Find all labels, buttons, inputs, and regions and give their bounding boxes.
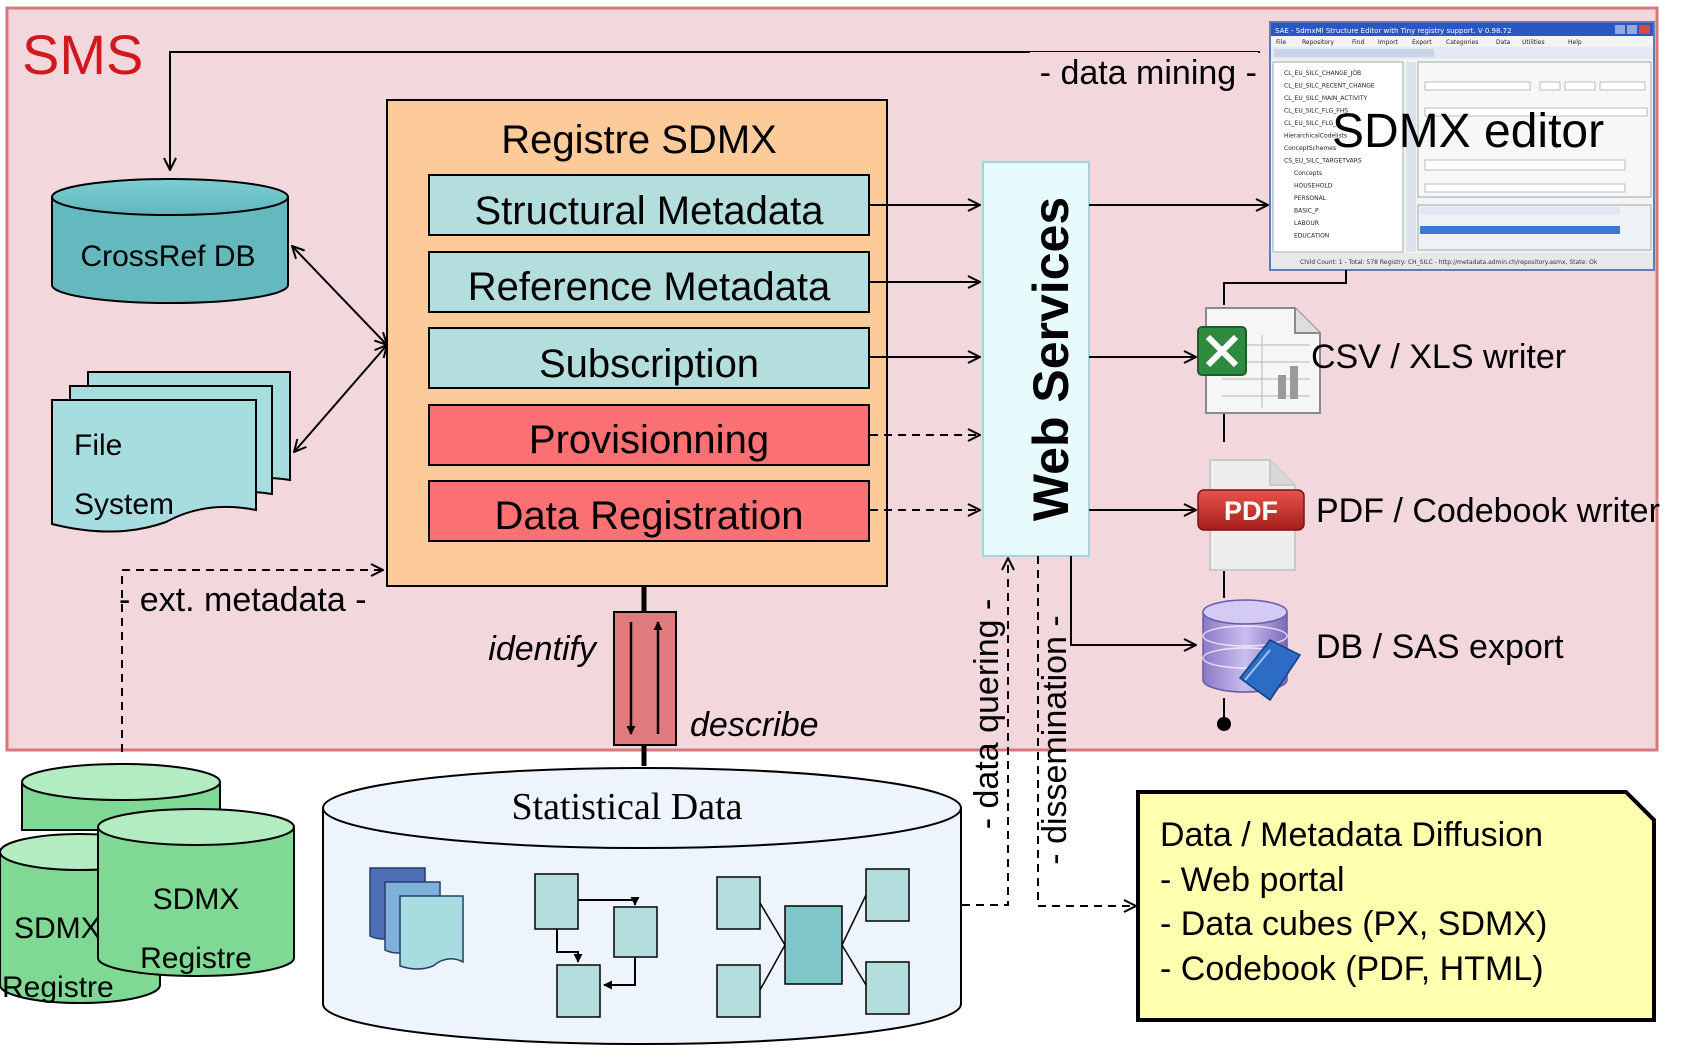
dissemination-arrow [1037, 556, 1136, 906]
sms-label: SMS [22, 23, 143, 86]
editor-tree-item: HOUSEHOLD [1294, 183, 1333, 190]
database-book-icon [1202, 599, 1302, 702]
editor-tree-item: LABOUR [1294, 220, 1319, 227]
diffusion-item: - Data cubes (PX, SDMX) [1160, 905, 1547, 943]
editor-menu-item: File [1276, 39, 1286, 46]
web-services-box [982, 161, 1090, 557]
editor-tree: CL_EU_SILC_CHANGE_JOB CL_EU_SILC_RECENT_C… [1284, 70, 1375, 240]
module-structural-metadata [428, 174, 870, 236]
data-quering-arrow [962, 558, 1008, 906]
diffusion-note-box [1136, 790, 1656, 1022]
editor-status: Child Count: 1 - Total: 578 Registry: CH… [1300, 259, 1598, 266]
describe-label: describe [690, 706, 819, 744]
ext-metadata-arrow [121, 570, 383, 752]
editor-menu-bar: File Repository Find Import Export Categories… [1276, 39, 1582, 46]
sdmx-editor-label: SDMX editor [1332, 105, 1604, 158]
editor-menu-item: Data [1496, 39, 1511, 46]
dissemination-label: - dissemination - [1036, 615, 1074, 864]
flowchart-icon [534, 873, 658, 1018]
output-bus-line [1223, 270, 1347, 305]
data-mining-label: - data mining - [1040, 54, 1257, 92]
output-bus-end [1217, 717, 1231, 731]
file-system-docs [51, 371, 291, 533]
editor-menu-item: Repository [1302, 39, 1334, 46]
output-label: PDF / Codebook writer [1316, 492, 1660, 530]
editor-tree-item: CS_EU_SILC_TARGETVARS [1284, 158, 1362, 165]
sdmx-registre-right [97, 808, 295, 977]
registre-right-line2: Registre [140, 942, 252, 975]
module-label: Subscription [539, 342, 759, 386]
editor-window-title: SAE - SdmxMl Structure Editor with Tiny … [1275, 27, 1512, 35]
ext-metadata-label: - ext. metadata - [119, 581, 367, 619]
diffusion-item: - Codebook (PDF, HTML) [1160, 950, 1544, 988]
editor-tree-item: ConceptSchemes [1284, 145, 1336, 152]
editor-menu-item: Categories [1446, 39, 1478, 46]
identify-describe-box [613, 611, 677, 746]
file-system-label-line1: File [74, 429, 122, 462]
editor-tree-item: PERSONAL [1294, 195, 1327, 202]
module-label: Reference Metadata [468, 265, 831, 309]
pdf-file-icon: PDF [1197, 459, 1305, 571]
editor-tree-item: CL_EU_SILC_MAIN_ACTIVITY [1284, 95, 1368, 102]
editor-tree-item: CL_EU_SILC_FLG_R [1284, 120, 1340, 127]
output-label: CSV / XLS writer [1311, 338, 1566, 376]
editor-tree-item: CL_EU_SILC_RECENT_CHANGE [1284, 83, 1375, 90]
output-label: DB / SAS export [1316, 628, 1564, 666]
excel-file-icon [1197, 307, 1321, 414]
module-reference-metadata [428, 251, 870, 313]
module-label: Data Registration [494, 494, 803, 538]
module-label: Structural Metadata [474, 189, 824, 233]
data-mining-label-bg [1030, 52, 1258, 92]
identify-label: identify [488, 630, 598, 668]
crossref-registry-arrow [292, 246, 387, 345]
module-data-registration [428, 480, 870, 542]
data-quering-label: - data quering - [968, 599, 1006, 830]
web-services-label: Web Services [1023, 197, 1079, 521]
editor-menu-item: Utilities [1522, 39, 1545, 46]
network-icon [716, 868, 910, 1018]
module-provisionning [428, 404, 870, 466]
pdf-badge-label: PDF [1224, 496, 1278, 526]
editor-tree-item: CL_EU_SILC_CHANGE_JOB [1284, 70, 1361, 77]
editor-tree-item: HierarchicalCodelists [1284, 133, 1347, 140]
statistical-data-label: Statistical Data [511, 786, 742, 828]
file-system-label-line2: System [74, 488, 174, 521]
module-label: Provisionning [529, 418, 769, 462]
diffusion-item: - Web portal [1160, 861, 1345, 899]
editor-menu-item: Import [1378, 39, 1399, 46]
registre-left-line2: Registre [2, 971, 114, 1004]
documents-icon [369, 867, 464, 970]
registre-right-line1: SDMX [153, 883, 240, 916]
editor-menu-item: Find [1352, 39, 1364, 46]
sdmx-editor-screenshot: SAE - SdmxMl Structure Editor with Tiny … [1269, 21, 1655, 271]
filesystem-registry-arrow [294, 345, 387, 452]
diffusion-title: Data / Metadata Diffusion [1160, 816, 1543, 854]
registry-title: Registre SDMX [501, 118, 777, 162]
editor-tree-item: CL_EU_SILC_FLG_FHS [1284, 108, 1348, 115]
editor-tree-item: Concepts [1294, 170, 1322, 177]
editor-tree-item: EDUCATION [1294, 233, 1329, 240]
crossref-db-cylinder [51, 178, 289, 304]
registre-left-line1: SDMX [14, 912, 101, 945]
editor-menu-item: Help [1568, 39, 1582, 46]
module-subscription [428, 327, 870, 389]
data-mining-arrow [170, 51, 1260, 170]
editor-tree-item: BASIC_P [1294, 208, 1319, 215]
crossref-db-label: CrossRef DB [80, 240, 255, 273]
editor-menu-item: Export [1412, 39, 1432, 46]
ws-db-arrow [1070, 556, 1196, 645]
